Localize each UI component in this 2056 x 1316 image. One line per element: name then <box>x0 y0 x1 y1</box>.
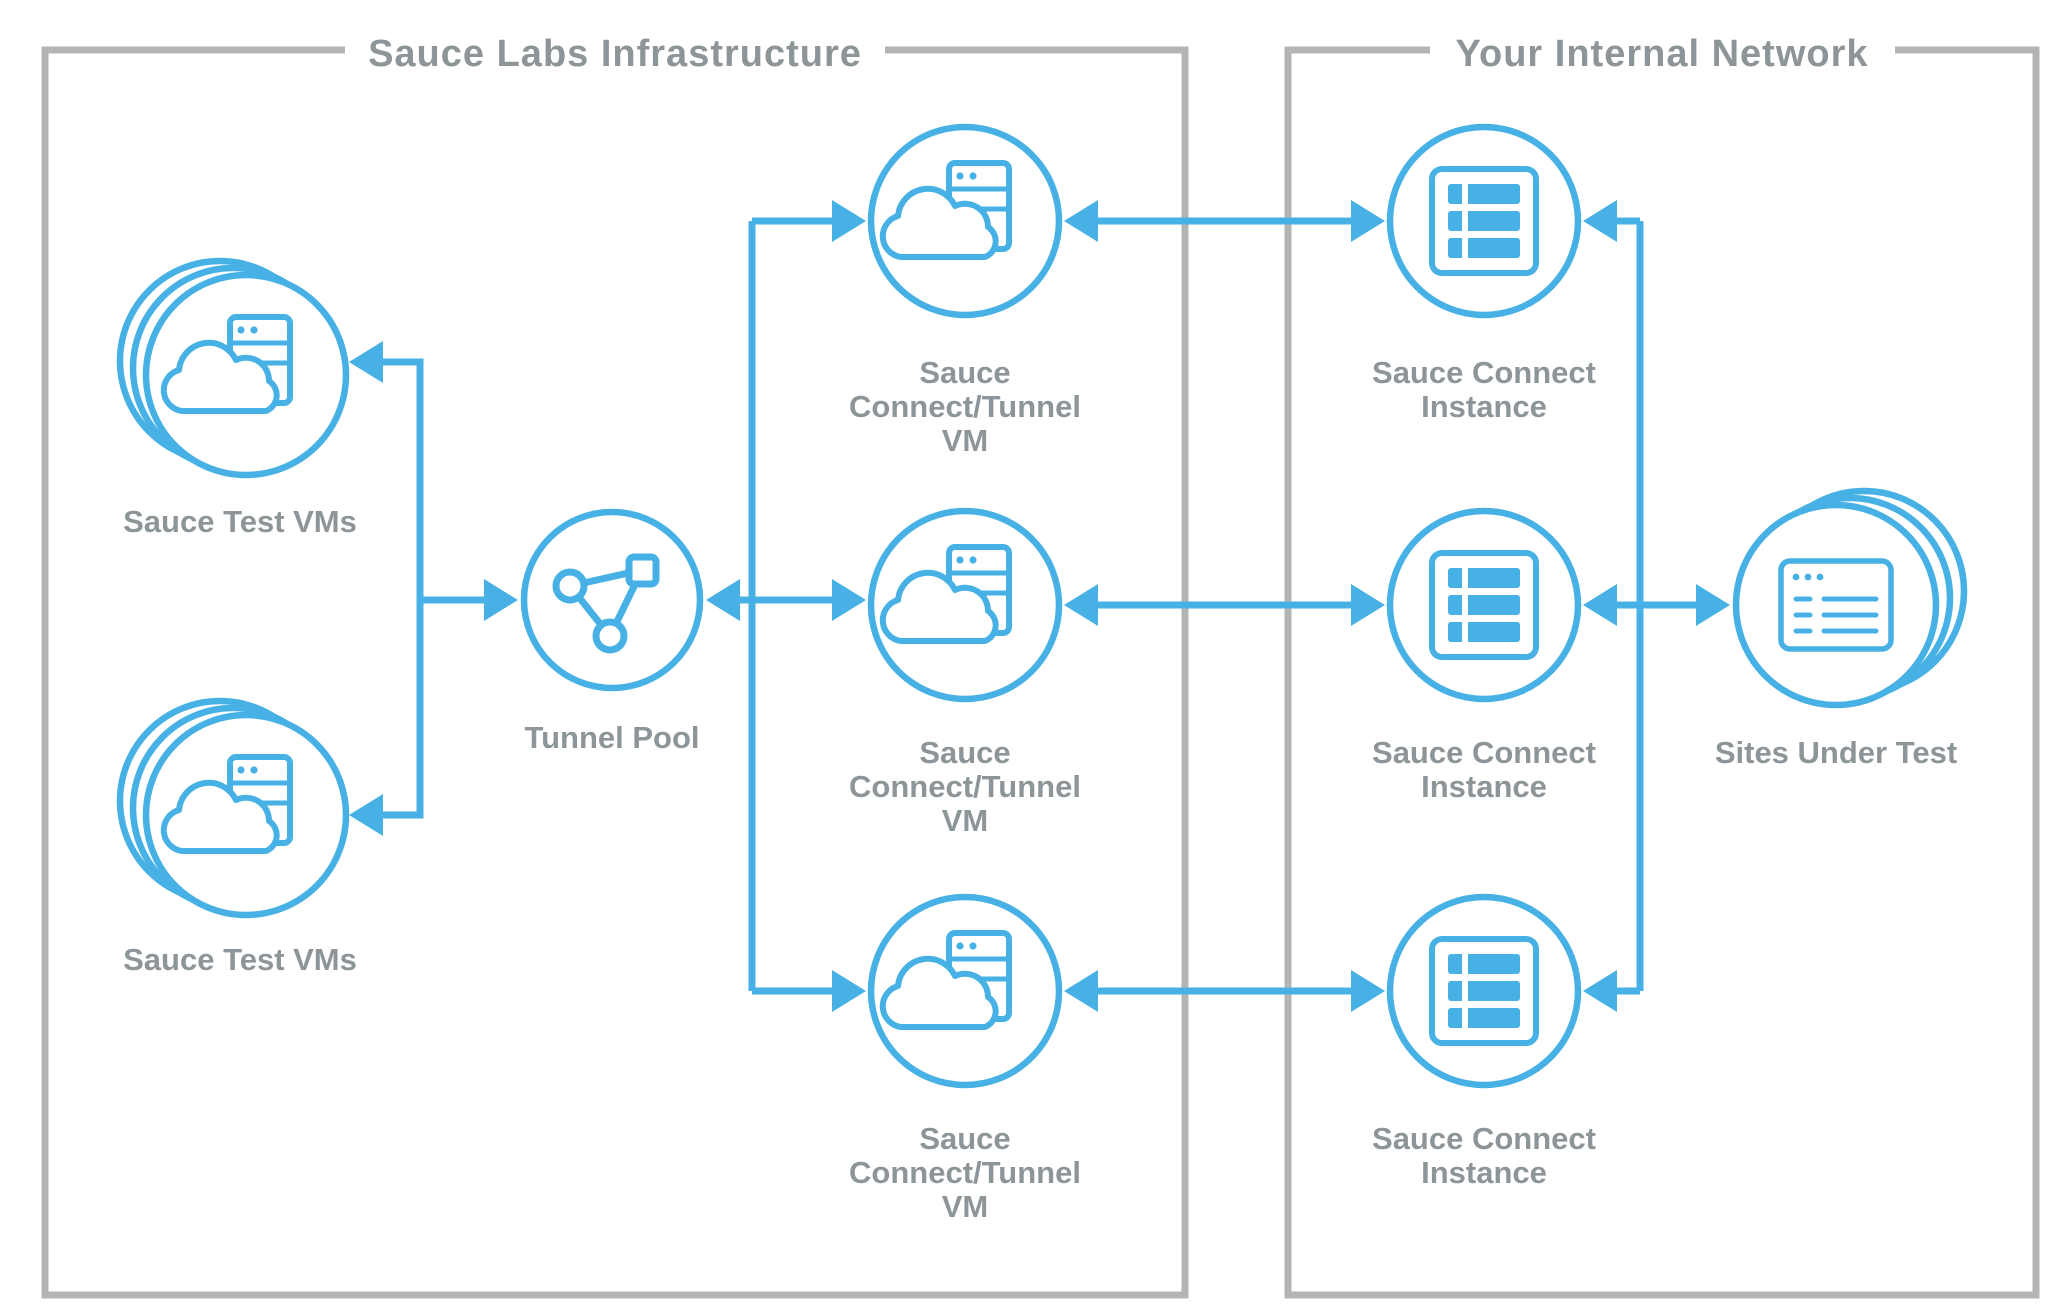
node-label: Connect/Tunnel <box>849 769 1081 804</box>
arrowhead <box>832 970 866 1012</box>
node-tunnel-pool: Tunnel Pool <box>520 508 704 755</box>
node-sauce-test-vms-bottom: Sauce Test VMs <box>116 697 357 977</box>
server-instance-icon <box>1432 169 1536 273</box>
node-label: Sauce Connect <box>1372 355 1596 390</box>
node-label: Connect/Tunnel <box>849 1155 1081 1190</box>
left-box-title: Sauce Labs Infrastructure <box>368 33 862 75</box>
node-label: Connect/Tunnel <box>849 389 1081 424</box>
node-label: Instance <box>1421 389 1547 424</box>
node-sauce-connect-instance-3: Sauce Connect Instance <box>1372 893 1596 1190</box>
node-label: Instance <box>1421 769 1547 804</box>
arrowhead <box>1064 584 1098 626</box>
arrowhead <box>1351 970 1385 1012</box>
node-sauce-connect-tunnel-vm-2: Sauce Connect/Tunnel VM <box>849 507 1081 838</box>
node-sauce-connect-instance-1: Sauce Connect Instance <box>1372 123 1596 424</box>
node-label: Sauce Test VMs <box>123 504 357 539</box>
node-sauce-test-vms-top: Sauce Test VMs <box>116 257 357 539</box>
arrowheads <box>349 200 1730 1012</box>
node-label: Sauce <box>919 355 1010 390</box>
arrowhead <box>832 200 866 242</box>
right-box-title: Your Internal Network <box>1455 33 1868 75</box>
arrowhead <box>1696 584 1730 626</box>
node-label: VM <box>942 423 989 458</box>
node-label: Sites Under Test <box>1715 735 1957 770</box>
arrowhead <box>1351 200 1385 242</box>
server-instance-icon <box>1432 553 1536 657</box>
your-internal-network-box: Your Internal Network <box>1284 18 2040 1299</box>
arrowhead <box>1064 970 1098 1012</box>
node-label: VM <box>942 1189 989 1224</box>
connector-lines <box>382 217 1700 995</box>
browser-icon <box>1781 561 1891 649</box>
node-label: Sauce <box>919 735 1010 770</box>
node-sauce-connect-tunnel-vm-1: Sauce Connect/Tunnel VM <box>849 123 1081 458</box>
server-instance-icon <box>1432 939 1536 1043</box>
node-sauce-connect-tunnel-vm-3: Sauce Connect/Tunnel VM <box>849 893 1081 1224</box>
node-label: Sauce Connect <box>1372 735 1596 770</box>
node-label: Sauce Connect <box>1372 1121 1596 1156</box>
node-label: Instance <box>1421 1155 1547 1190</box>
sauce-labs-infrastructure-box: Sauce Labs Infrastructure <box>41 18 1189 1299</box>
arrowhead <box>1351 584 1385 626</box>
arrowhead <box>484 579 518 621</box>
node-label: VM <box>942 803 989 838</box>
arrowhead <box>1583 200 1617 242</box>
arrowhead <box>1583 584 1617 626</box>
arrowhead <box>349 794 383 836</box>
node-label: Sauce <box>919 1121 1010 1156</box>
arrowhead <box>1583 970 1617 1012</box>
arrowhead <box>1064 200 1098 242</box>
connector-line <box>382 358 424 819</box>
arrowhead <box>832 579 866 621</box>
arrowhead <box>349 341 383 383</box>
node-label: Tunnel Pool <box>524 720 699 755</box>
node-sites-under-test: Sites Under Test <box>1715 487 1968 770</box>
node-sauce-connect-instance-2: Sauce Connect Instance <box>1372 507 1596 804</box>
arrowhead <box>706 579 740 621</box>
node-label: Sauce Test VMs <box>123 942 357 977</box>
